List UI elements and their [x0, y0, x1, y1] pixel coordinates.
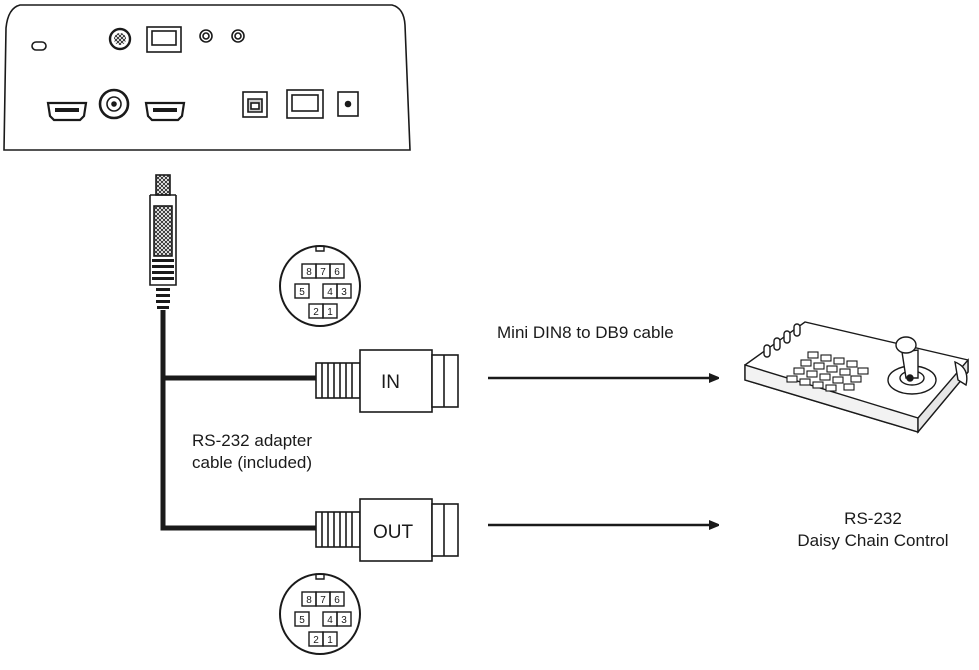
svg-text:5: 5: [299, 615, 305, 626]
svg-text:6: 6: [334, 595, 340, 606]
svg-text:5: 5: [299, 287, 305, 298]
camera-rear-panel: [3, 4, 411, 151]
audio-jack-icon: [199, 29, 213, 43]
lock-slot-icon: [31, 41, 47, 51]
pinout-bottom-numbers: 8 7 6 5 4 3 2 1: [299, 595, 347, 646]
svg-text:7: 7: [320, 595, 326, 606]
adapter-cable-label: RS-232 adapter cable (included): [192, 430, 312, 474]
din-db9-cable-label: Mini DIN8 to DB9 cable: [497, 323, 674, 342]
out-plug: [315, 498, 459, 562]
rj45-port-icon: [146, 26, 182, 53]
usb-port-icon: [242, 91, 268, 118]
svg-text:1: 1: [327, 307, 333, 318]
dc-power-port-icon: [337, 91, 359, 117]
mini-din-plug: [149, 174, 177, 309]
svg-text:4: 4: [327, 615, 333, 626]
adapter-cable: [160, 310, 318, 531]
hdmi-port-icon: [144, 101, 186, 122]
adapter-cable-label-line2: cable (included): [192, 453, 313, 472]
in-plug: [315, 349, 459, 413]
svg-text:8: 8: [306, 267, 312, 278]
svg-text:1: 1: [327, 635, 333, 646]
svg-text:6: 6: [334, 267, 340, 278]
bnc-port-icon: [98, 88, 130, 120]
pinout-diagram-bottom: [279, 573, 361, 655]
pinout-diagram-top: [279, 245, 361, 327]
mini-din-port-icon: [108, 27, 132, 51]
svg-text:3: 3: [341, 287, 347, 298]
svg-text:4: 4: [327, 287, 333, 298]
hdmi-port-icon: [46, 101, 88, 122]
joystick-controller-icon: [744, 321, 969, 434]
svg-text:2: 2: [313, 307, 319, 318]
audio-jack-icon: [231, 29, 245, 43]
svg-text:7: 7: [320, 267, 326, 278]
svg-text:2: 2: [313, 635, 319, 646]
daisy-chain-label: RS-232 Daisy Chain Control: [778, 508, 968, 552]
rj45-port-icon: [286, 89, 324, 119]
out-port-label: OUT: [373, 522, 414, 543]
adapter-cable-label-line1: RS-232 adapter: [192, 431, 313, 450]
daisy-chain-label-line2: Daisy Chain Control: [797, 531, 949, 550]
daisy-chain-label-line1: RS-232: [844, 509, 902, 528]
svg-text:8: 8: [306, 595, 312, 606]
svg-text:3: 3: [341, 615, 347, 626]
in-port-label: IN: [381, 372, 400, 393]
pinout-top-numbers: 8 7 6 5 4 3 2 1: [299, 267, 347, 318]
